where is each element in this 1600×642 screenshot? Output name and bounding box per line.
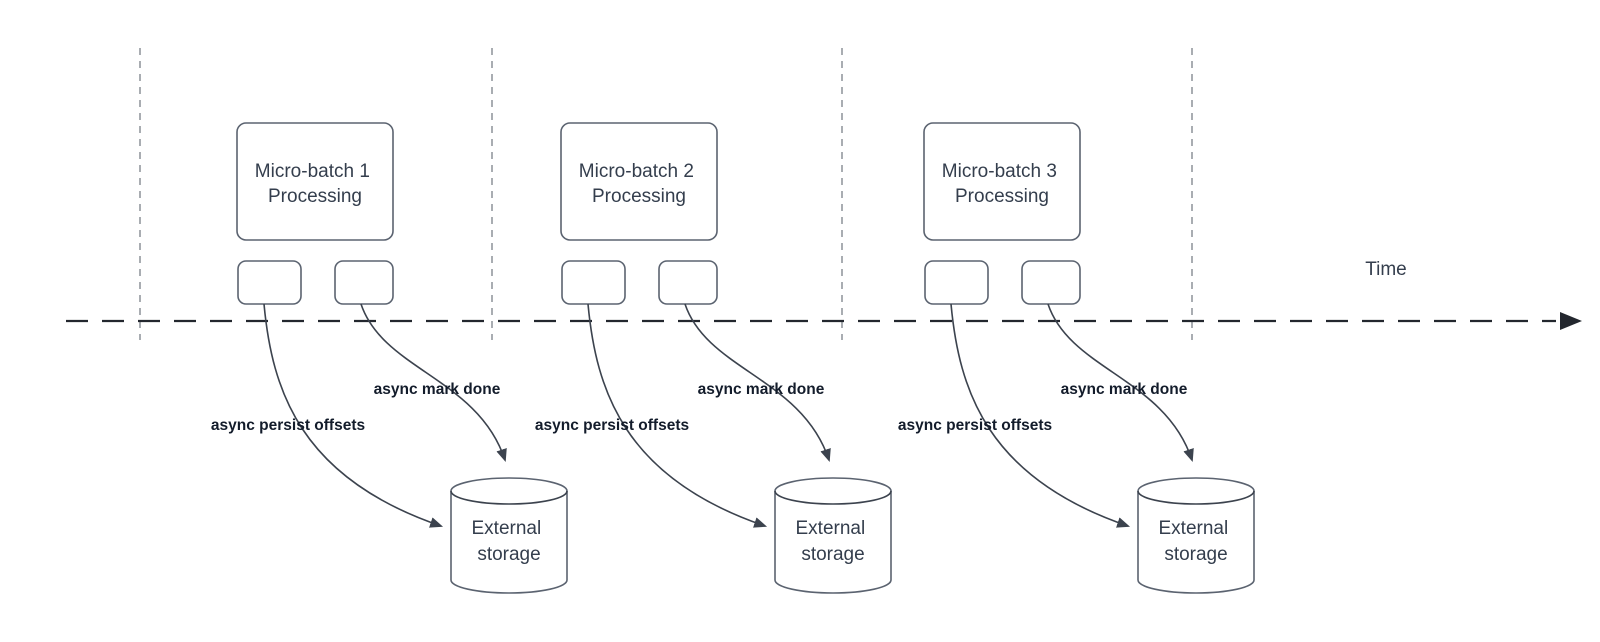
external-storage-cylinder bbox=[774, 477, 892, 594]
external-storage-label: External storage bbox=[796, 518, 871, 565]
time-axis-arrowhead bbox=[1560, 312, 1582, 330]
batch-2-group: Micro-batch 2 Processing async mark done… bbox=[535, 122, 892, 594]
mark-done-box bbox=[658, 260, 718, 305]
time-axis-label: Time bbox=[1365, 259, 1407, 280]
external-storage-label: External storage bbox=[1159, 518, 1234, 565]
mark-done-box bbox=[1021, 260, 1081, 305]
micro-batch-box bbox=[923, 122, 1081, 241]
micro-batch-title: Micro-batch 2 Processing bbox=[579, 161, 699, 207]
external-storage-cylinder bbox=[450, 477, 568, 594]
persist-offsets-box bbox=[924, 260, 989, 305]
external-storage-cylinder-rim bbox=[1137, 490, 1255, 505]
micro-batch-box bbox=[236, 122, 394, 241]
external-storage-label: External storage bbox=[472, 518, 547, 565]
mark-done-arrow bbox=[1047, 303, 1194, 463]
external-storage-cylinder-rim bbox=[450, 490, 568, 505]
micro-batch-title: Micro-batch 3 Processing bbox=[942, 161, 1062, 207]
mark-done-label: async mark done bbox=[1061, 381, 1188, 398]
persist-offsets-box bbox=[237, 260, 302, 305]
mark-done-arrow bbox=[360, 303, 507, 463]
batch-1-group: Micro-batch 1 Processing async mark done… bbox=[211, 122, 568, 594]
mark-done-label: async mark done bbox=[698, 381, 825, 398]
micro-batch-box bbox=[560, 122, 718, 241]
persist-offsets-label: async persist offsets bbox=[211, 417, 365, 434]
persist-offsets-label: async persist offsets bbox=[898, 417, 1052, 434]
persist-offsets-arrow bbox=[587, 303, 768, 528]
mark-done-arrow bbox=[684, 303, 831, 463]
persist-offsets-box bbox=[561, 260, 626, 305]
persist-offsets-arrow bbox=[950, 303, 1131, 528]
persist-offsets-arrow bbox=[263, 303, 444, 528]
external-storage-cylinder-rim bbox=[774, 490, 892, 505]
mark-done-box bbox=[334, 260, 394, 305]
mark-done-label: async mark done bbox=[374, 381, 501, 398]
external-storage-cylinder bbox=[1137, 477, 1255, 594]
persist-offsets-label: async persist offsets bbox=[535, 417, 689, 434]
micro-batch-title: Micro-batch 1 Processing bbox=[255, 161, 375, 207]
batch-3-group: Micro-batch 3 Processing async mark done… bbox=[898, 122, 1255, 594]
